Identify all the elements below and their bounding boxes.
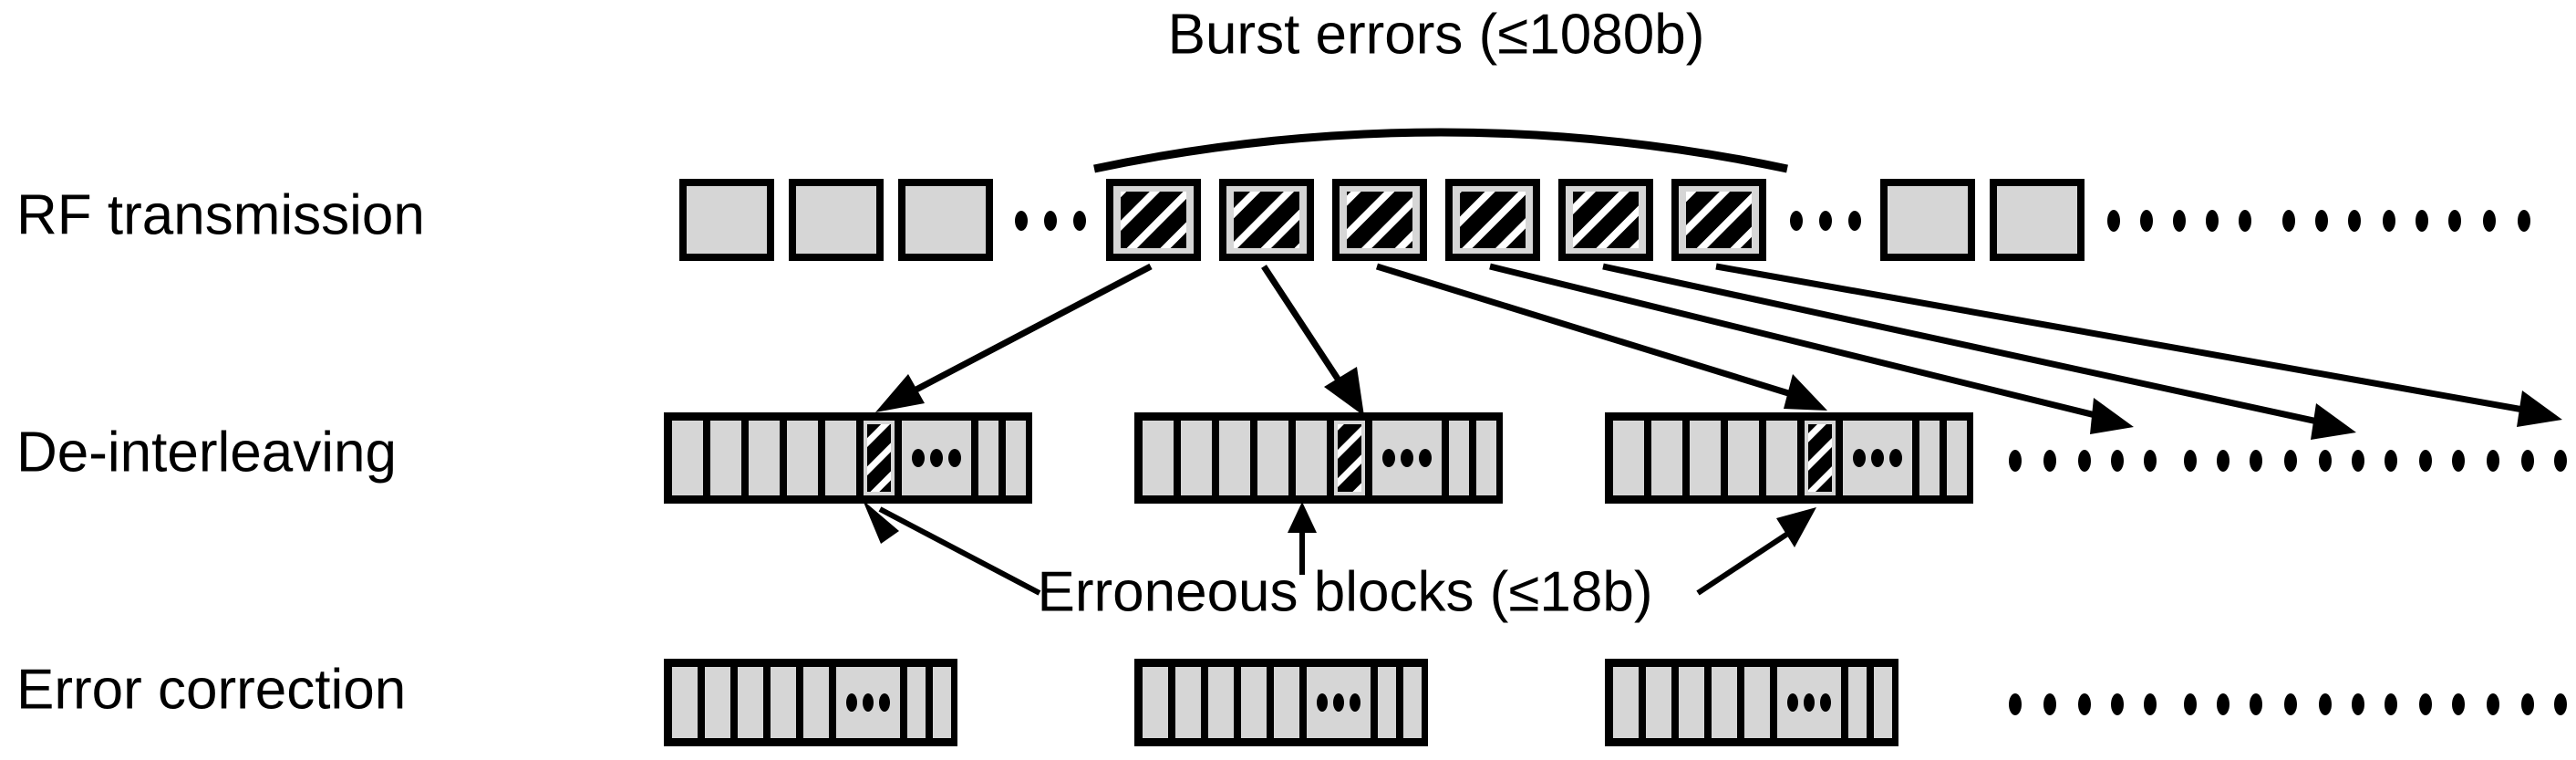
rf-ellipsis-right [1790, 211, 1861, 231]
erroneous-callout-1 [863, 500, 1041, 596]
mapping-arrow-6 [1715, 263, 2562, 427]
rf-block-error-4 [1445, 179, 1540, 261]
burst-errors-span-arc [1093, 128, 1788, 173]
row-label-error-correction: Error correction [16, 658, 406, 721]
rf-block-ok-5 [1990, 179, 2085, 261]
rf-block-error-2 [1219, 179, 1314, 261]
erroneous-callout-2 [1288, 502, 1317, 575]
rf-block-error-3 [1332, 179, 1427, 261]
de-interleaving-error-cell-3 [1805, 421, 1836, 495]
de-interleaving-trailing-dots [2009, 450, 2567, 472]
error-correction-group-1 [664, 659, 957, 746]
de-interleaving-ellipsis-3 [1853, 449, 1902, 467]
de-interleaving-group-1 [664, 412, 1032, 504]
mapping-arrow-5 [1602, 263, 2356, 440]
rf-trailing-dots [2107, 210, 2530, 232]
rf-block-error-6 [1671, 179, 1766, 261]
erroneous-callout-3 [1696, 507, 1816, 596]
row-label-de-interleaving: De-interleaving [16, 421, 397, 484]
de-interleaving-group-3 [1605, 412, 1973, 504]
rf-block-error-1 [1106, 179, 1201, 261]
error-correction-group-2 [1134, 659, 1428, 746]
rf-block-ok-1 [679, 179, 774, 261]
rf-block-ok-2 [789, 179, 884, 261]
rf-ellipsis-left [1015, 211, 1086, 231]
error-correction-ellipsis-1 [846, 693, 890, 712]
error-correction-trailing-dots [2009, 693, 2567, 715]
error-correction-ellipsis-2 [1317, 693, 1360, 712]
mapping-arrow-4 [1489, 263, 2134, 434]
de-interleaving-group-2 [1134, 412, 1503, 504]
erroneous-blocks-label: Erroneous blocks (≤18b) [1037, 560, 1652, 623]
row-label-rf-transmission: RF transmission [16, 183, 425, 246]
mapping-arrow-3 [1375, 263, 1827, 411]
rf-block-error-5 [1558, 179, 1653, 261]
error-correction-ellipsis-3 [1787, 693, 1831, 712]
mapping-arrow-2 [1261, 265, 1364, 416]
rf-block-ok-3 [898, 179, 993, 261]
mapping-arrow-1 [875, 263, 1153, 412]
burst-errors-label: Burst errors (≤1080b) [1168, 3, 1705, 66]
de-interleaving-ellipsis-2 [1382, 449, 1432, 467]
rf-block-ok-4 [1880, 179, 1975, 261]
de-interleaving-ellipsis-1 [912, 449, 961, 467]
error-correction-group-3 [1605, 659, 1898, 746]
de-interleaving-error-cell-2 [1334, 421, 1365, 495]
de-interleaving-error-cell-1 [864, 421, 895, 495]
